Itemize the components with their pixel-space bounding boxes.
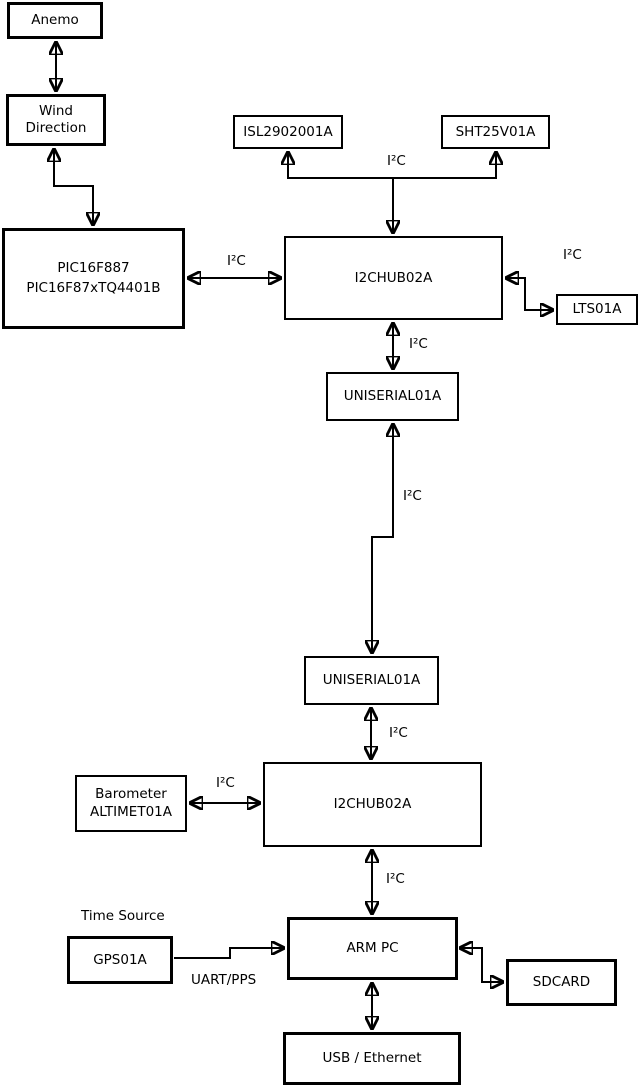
node-gps01a-label: GPS01A	[93, 951, 147, 968]
node-sht25v01a: SHT25V01A	[441, 115, 550, 149]
node-pic16f887-label-1: PIC16F887	[57, 259, 130, 276]
node-lts01a-label: LTS01A	[572, 301, 622, 318]
node-lts01a: LTS01A	[556, 294, 638, 325]
node-uniserial-bottom: UNISERIAL01A	[304, 656, 439, 705]
node-usb-ethernet-label: USB / Ethernet	[322, 1050, 422, 1067]
edge-label-hub-uniserial-i2c: I²C	[409, 336, 428, 352]
node-uniserial-top: UNISERIAL01A	[326, 372, 459, 421]
edge-uniserial-link	[372, 423, 393, 654]
edge-armpc-sdcard	[459, 948, 504, 982]
node-pic16f887-label-2: PIC16F87xTQ4401B	[26, 279, 161, 296]
node-anemo-label: Anemo	[31, 12, 79, 29]
time-source-annotation: Time Source	[81, 908, 165, 924]
node-arm-pc-label: ARM PC	[346, 940, 399, 957]
node-usb-ethernet: USB / Ethernet	[283, 1032, 461, 1085]
edge-label-uniserial-hub2-i2c: I²C	[389, 725, 408, 741]
edge-wind-pic	[54, 148, 93, 226]
node-wind-direction-label-1: Wind	[39, 103, 73, 120]
node-gps01a: GPS01A	[67, 936, 173, 984]
node-barometer: Barometer ALTIMET01A	[75, 775, 187, 832]
edge-label-sensor-bus-i2c: I²C	[387, 153, 406, 169]
node-uniserial-top-label: UNISERIAL01A	[343, 388, 442, 405]
node-i2chub-top: I2CHUB02A	[284, 236, 503, 320]
node-isl2902001a-label: ISL2902001A	[243, 123, 333, 140]
node-barometer-label-2: ALTIMET01A	[90, 803, 172, 820]
node-wind-direction: Wind Direction	[6, 94, 106, 146]
node-sht25v01a-label: SHT25V01A	[455, 123, 536, 140]
node-uniserial-bottom-label: UNISERIAL01A	[322, 672, 421, 689]
edge-label-pic-hub-i2c: I²C	[227, 253, 246, 269]
node-isl2902001a: ISL2902001A	[233, 115, 343, 149]
edge-label-barometer-hub2-i2c: I²C	[216, 775, 235, 791]
node-sdcard: SDCARD	[506, 959, 617, 1006]
edge-label-hub2-armpc-i2c: I²C	[386, 871, 405, 887]
edge-label-hub-lts-i2c: I²C	[563, 247, 582, 263]
edge-label-uniserial-link-i2c: I²C	[403, 488, 422, 504]
edge-label-gps-armpc-uart: UART/PPS	[191, 972, 257, 988]
node-barometer-label-1: Barometer	[95, 785, 167, 802]
node-i2chub-bottom: I2CHUB02A	[263, 762, 482, 847]
node-wind-direction-label-2: Direction	[25, 120, 87, 136]
node-i2chub-bottom-label: I2CHUB02A	[333, 796, 412, 813]
node-i2chub-top-label: I2CHUB02A	[354, 269, 433, 286]
edge-i2chub-top-lts	[505, 278, 554, 310]
node-pic16f887: PIC16F887 PIC16F87xTQ4401B	[2, 228, 185, 329]
edge-gps-armpc	[174, 948, 285, 959]
node-anemo: Anemo	[7, 2, 103, 39]
node-sdcard-label: SDCARD	[532, 974, 591, 991]
node-arm-pc: ARM PC	[287, 917, 458, 980]
